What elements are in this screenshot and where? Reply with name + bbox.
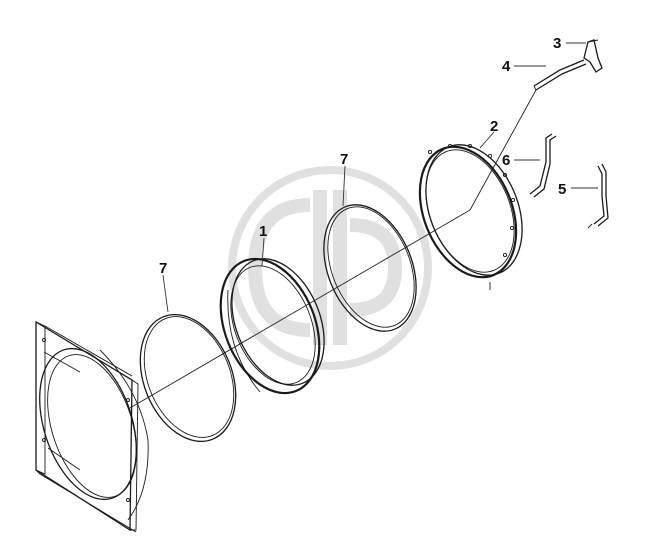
callout-7-left: 7 xyxy=(159,260,167,277)
callout-3: 3 xyxy=(553,35,561,52)
watermark-logo-icon xyxy=(228,166,432,370)
callout-6: 6 xyxy=(502,152,510,169)
callout-7-middle: 7 xyxy=(340,151,348,168)
assembly-axis xyxy=(129,89,537,409)
fan-shroud xyxy=(35,320,149,533)
callout-4: 4 xyxy=(502,58,511,75)
tube-4 xyxy=(533,59,587,91)
callouts: 1 2 3 4 5 6 7 7 xyxy=(159,35,566,277)
bracket-3 xyxy=(583,39,603,73)
tube-5 xyxy=(587,163,609,229)
callout-5: 5 xyxy=(558,181,566,198)
ring-1 xyxy=(219,257,325,395)
leader-lines xyxy=(162,42,598,313)
callout-1: 1 xyxy=(259,223,267,240)
seal-ring-middle xyxy=(323,204,417,332)
fan-ring-2 xyxy=(418,143,523,290)
tube-6 xyxy=(529,133,557,198)
seal-ring-left xyxy=(139,313,237,443)
callout-2: 2 xyxy=(490,118,498,135)
